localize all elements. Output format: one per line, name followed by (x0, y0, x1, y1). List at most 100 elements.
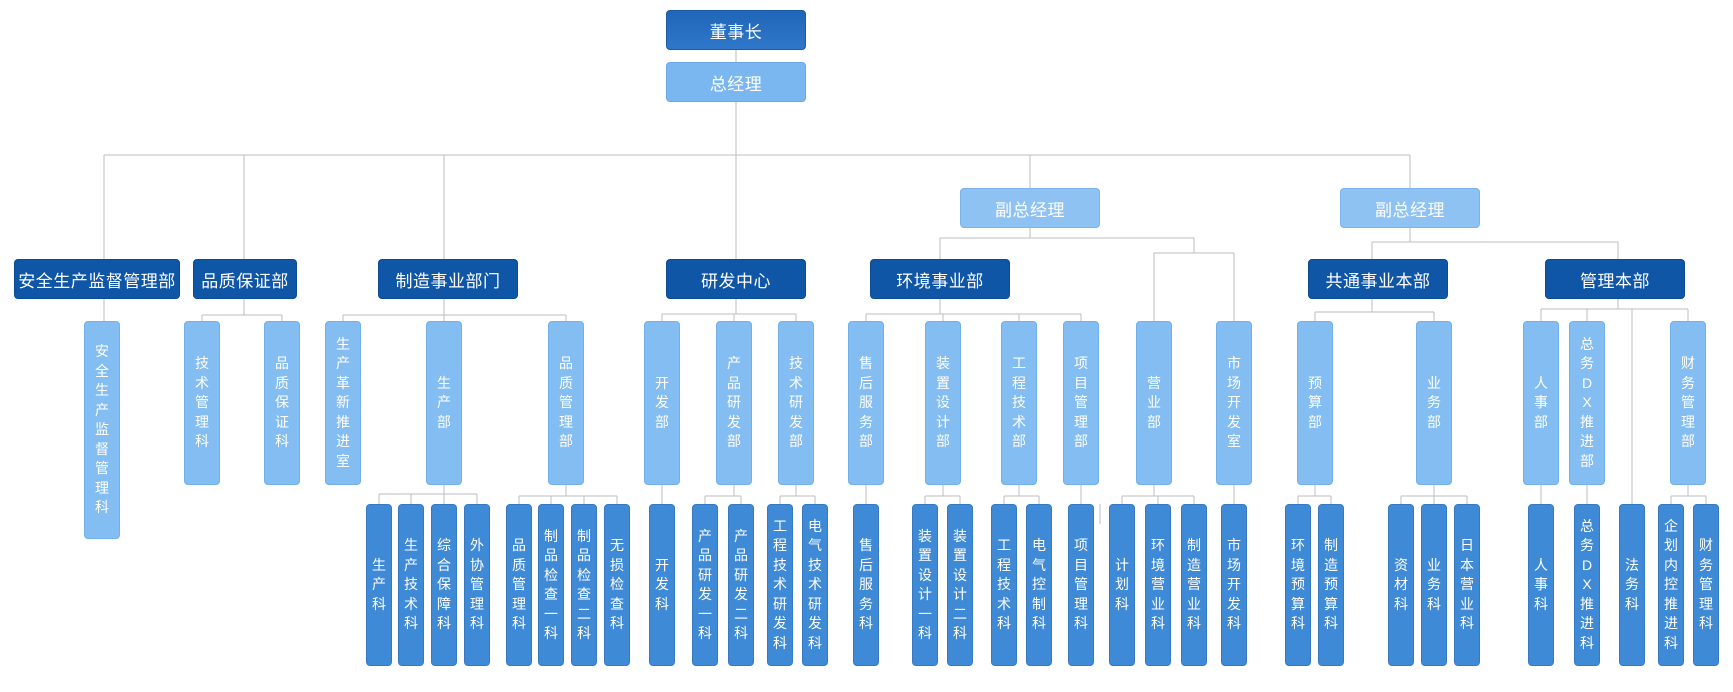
section-quality-assure: 品质保证科 (264, 321, 300, 485)
section-label: 安全生产监督管理科 (95, 343, 109, 516)
section-hr: 人事部 (1523, 321, 1559, 485)
unit-label: 产品研发一科 (698, 527, 712, 642)
dept-label: 管理本部 (1580, 271, 1650, 291)
unit-product-dev-1: 产品研发一科 (692, 504, 718, 666)
section-production: 生产部 (426, 321, 462, 485)
unit-label: 售后服务科 (859, 537, 873, 632)
section-label: 售后服务部 (859, 355, 873, 450)
section-label: 产品研发部 (727, 355, 741, 450)
unit-production-tech: 生产技术科 (398, 504, 424, 666)
unit-label: 产品研发二科 (734, 527, 748, 642)
section-development: 开发部 (644, 321, 680, 485)
unit-business: 业务科 (1421, 504, 1447, 666)
unit-finance: 财务管理科 (1693, 504, 1719, 666)
unit-project: 项目管理科 (1068, 504, 1094, 666)
section-safety-mgmt: 安全生产监督管理科 (84, 321, 120, 539)
unit-mfg-budget: 制造预算科 (1318, 504, 1344, 666)
unit-label: 品质管理科 (512, 537, 526, 632)
unit-label: 开发科 (655, 556, 669, 612)
section-sales: 营业部 (1136, 321, 1172, 485)
vice-president-box-2: 副总经理 (1340, 188, 1480, 228)
vice-president-label: 副总经理 (1375, 200, 1445, 220)
unit-quality: 品质管理科 (506, 504, 532, 666)
unit-general-support: 综合保障科 (431, 504, 457, 666)
section-finance: 财务管理部 (1670, 321, 1706, 485)
unit-label: 工程技术科 (997, 537, 1011, 632)
president-box: 总经理 (666, 62, 806, 102)
unit-product-dev-2: 产品研发二科 (728, 504, 754, 666)
section-label: 总务DX推进部 (1580, 335, 1594, 469)
section-label: 技术管理科 (195, 355, 209, 450)
unit-label: 装置设计一科 (918, 527, 932, 642)
section-label: 装置设计部 (936, 355, 950, 450)
unit-label: 人事科 (1534, 556, 1548, 612)
unit-equip-design-2: 装置设计二科 (947, 504, 973, 666)
unit-label: 企划内控推进科 (1664, 517, 1678, 651)
unit-label: 法务科 (1625, 556, 1639, 612)
unit-label: 电气技术研发科 (808, 517, 822, 651)
unit-planning: 计划科 (1109, 504, 1135, 666)
unit-eng-tech-rnd: 工程技术研发科 (767, 504, 793, 666)
unit-mfg-sales: 制造营业科 (1181, 504, 1207, 666)
section-tech-rnd: 技术研发部 (778, 321, 814, 485)
dept-label: 品质保证部 (201, 271, 289, 291)
dept-quality: 品质保证部 (193, 259, 297, 299)
section-budget: 预算部 (1297, 321, 1333, 485)
unit-hr: 人事科 (1528, 504, 1554, 666)
section-project-mgmt: 项目管理部 (1063, 321, 1099, 485)
unit-label: 工程技术研发科 (773, 517, 787, 651)
dept-label: 环境事业部 (896, 271, 984, 291)
dept-label: 研发中心 (701, 271, 771, 291)
unit-label: 制造预算科 (1324, 537, 1338, 632)
unit-market-dev: 市场开发科 (1221, 504, 1247, 666)
dept-common: 共通事业本部 (1308, 259, 1448, 299)
unit-inspection-1: 制品检查一科 (538, 504, 564, 666)
section-label: 技术研发部 (789, 355, 803, 450)
unit-eng-tech: 工程技术科 (991, 504, 1017, 666)
unit-label: 计划科 (1115, 556, 1129, 612)
section-label: 财务管理部 (1681, 355, 1695, 450)
dept-management: 管理本部 (1545, 259, 1685, 299)
unit-japan-sales: 日本营业科 (1454, 504, 1480, 666)
unit-label: 制品检查一科 (544, 527, 558, 642)
section-prod-innovation: 生产革新推进室 (325, 321, 361, 485)
section-engineering-tech: 工程技术部 (1001, 321, 1037, 485)
president-label: 总经理 (709, 74, 763, 94)
section-label: 生产革新推进室 (336, 335, 350, 469)
section-label: 市场开发室 (1227, 355, 1241, 450)
section-label: 开发部 (655, 374, 669, 430)
vice-president-label: 副总经理 (995, 200, 1065, 220)
section-tech-mgmt: 技术管理科 (184, 321, 220, 485)
chairman-box: 董事长 (666, 10, 806, 50)
unit-elec-control: 电气控制科 (1026, 504, 1052, 666)
unit-label: 生产技术科 (404, 537, 418, 632)
unit-legal: 法务科 (1619, 504, 1645, 666)
unit-label: 生产科 (372, 556, 386, 612)
section-label: 项目管理部 (1074, 355, 1088, 450)
dept-safety: 安全生产监督管理部 (14, 259, 180, 299)
unit-label: 综合保障科 (437, 537, 451, 632)
unit-equip-design-1: 装置设计一科 (912, 504, 938, 666)
unit-label: 无损检查科 (610, 537, 624, 632)
unit-after-sales: 售后服务科 (853, 504, 879, 666)
unit-label: 电气控制科 (1032, 537, 1046, 632)
dept-label: 制造事业部门 (395, 271, 501, 291)
unit-inspection-2: 制品检查二科 (571, 504, 597, 666)
unit-general-dx: 总务DX推进科 (1574, 504, 1600, 666)
section-label: 工程技术部 (1012, 355, 1026, 450)
unit-label: 市场开发科 (1227, 537, 1241, 632)
section-label: 品质管理部 (559, 355, 573, 450)
unit-label: 外协管理科 (470, 537, 484, 632)
unit-elec-tech-rnd: 电气技术研发科 (802, 504, 828, 666)
unit-label: 制造营业科 (1187, 537, 1201, 632)
unit-label: 日本营业科 (1460, 537, 1474, 632)
dept-rnd: 研发中心 (666, 259, 806, 299)
unit-ndt: 无损检查科 (604, 504, 630, 666)
section-equipment-design: 装置设计部 (925, 321, 961, 485)
section-business: 业务部 (1416, 321, 1452, 485)
unit-label: 制品检查二科 (577, 527, 591, 642)
section-market-dev: 市场开发室 (1216, 321, 1252, 485)
section-quality-mgmt: 品质管理部 (548, 321, 584, 485)
